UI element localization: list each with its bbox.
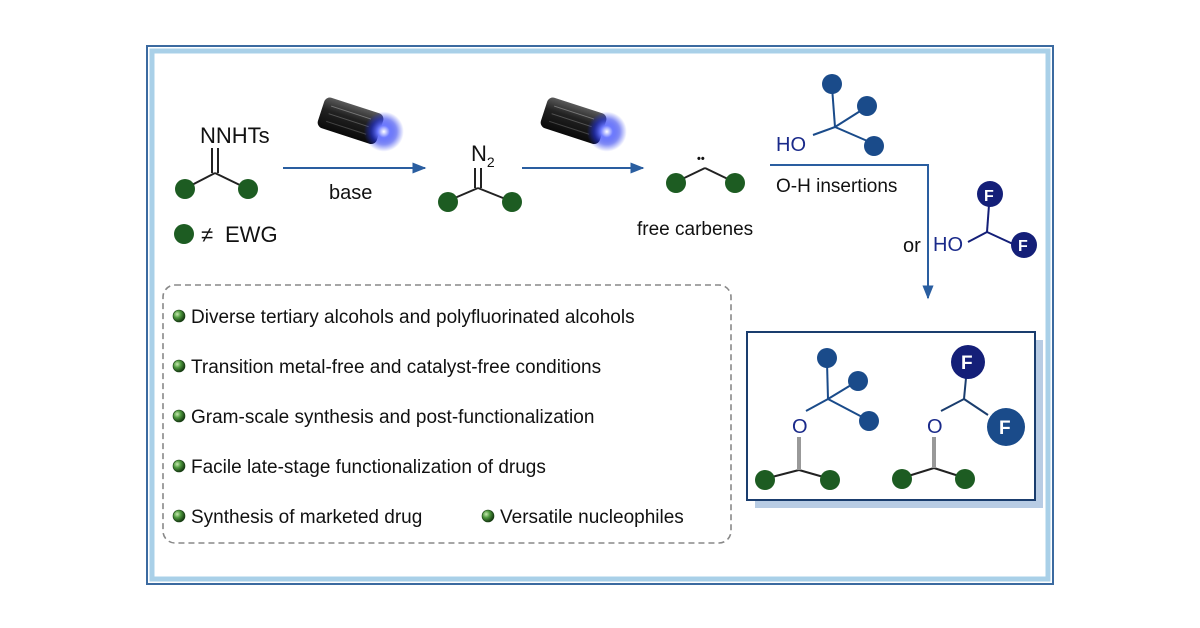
fluorine-atom	[977, 181, 1003, 207]
substituent-left	[438, 192, 458, 212]
tertiary-ether-product: O	[755, 348, 879, 490]
feature-item: Diverse tertiary alcohols and polyfluori…	[191, 307, 635, 328]
bullet-icon	[172, 309, 186, 323]
hydrazone-reactant: NNHTs	[175, 123, 270, 199]
bullet-icon	[481, 509, 495, 523]
substituent-right	[955, 469, 975, 489]
alkyl-group	[822, 74, 842, 94]
bullet-icon	[172, 459, 186, 473]
oh-insertions-label: O-H insertions	[776, 176, 897, 197]
fluorine-atom	[951, 345, 985, 379]
nnhts-label: NNHTs	[200, 123, 270, 148]
carbene-lone-pair: ••	[697, 153, 705, 165]
free-carbene: •• free carbenes	[637, 153, 753, 240]
svg-text:F: F	[984, 188, 994, 205]
substituent-right	[238, 179, 258, 199]
fluorine-atom	[987, 408, 1025, 446]
or-label: or	[903, 235, 921, 257]
tertiary-alcohol-nucleophile: HO	[776, 74, 884, 156]
substituent-left	[892, 469, 912, 489]
feature-item: Transition metal-free and catalyst-free …	[191, 357, 601, 378]
ewg-label: EWG	[225, 222, 278, 247]
oxygen-label: O	[927, 416, 943, 438]
alkyl-group	[864, 136, 884, 156]
feature-list: Diverse tertiary alcohols and polyfluori…	[172, 307, 684, 528]
alkyl-group	[848, 371, 868, 391]
free-carbenes-label: free carbenes	[637, 219, 753, 240]
substituent-left	[755, 470, 775, 490]
substituent-right	[502, 192, 522, 212]
substituent-left	[666, 173, 686, 193]
ho-label: HO	[933, 234, 963, 256]
blue-led-lamp-icon	[540, 97, 627, 152]
oh-insertion-arrow	[770, 164, 934, 300]
svg-text:F: F	[999, 418, 1011, 439]
bullet-icon	[172, 359, 186, 373]
fluoroalcohol-nucleophile: F F HO	[933, 181, 1037, 258]
blue-led-lamp-icon	[317, 97, 404, 152]
substituent-right	[725, 173, 745, 193]
bullet-icon	[172, 409, 186, 423]
ho-label: HO	[776, 134, 806, 156]
feature-item: Versatile nucleophiles	[500, 507, 684, 528]
substituent-legend-icon	[174, 224, 194, 244]
feature-item: Synthesis of marketed drug	[191, 507, 422, 528]
features-box	[162, 284, 732, 544]
svg-text:F: F	[961, 353, 973, 374]
not-equal-symbol: ≠	[201, 222, 213, 247]
alkyl-group	[859, 411, 879, 431]
alkyl-group	[817, 348, 837, 368]
base-label: base	[329, 182, 372, 204]
oxygen-label: O	[792, 416, 808, 438]
diazo-intermediate: N2	[438, 141, 522, 212]
substituent-right	[820, 470, 840, 490]
substituent-left	[175, 179, 195, 199]
substituent-legend: ≠ EWG	[174, 222, 278, 247]
fluorine-atom	[1011, 232, 1037, 258]
fluoroether-product: F F O	[892, 345, 1025, 489]
feature-item: Gram-scale synthesis and post-functional…	[191, 407, 594, 428]
svg-text:F: F	[1018, 238, 1028, 255]
alkyl-group	[857, 96, 877, 116]
bullet-icon	[172, 509, 186, 523]
feature-item: Facile late-stage functionalization of d…	[191, 457, 546, 478]
n2-label: N2	[471, 141, 495, 170]
